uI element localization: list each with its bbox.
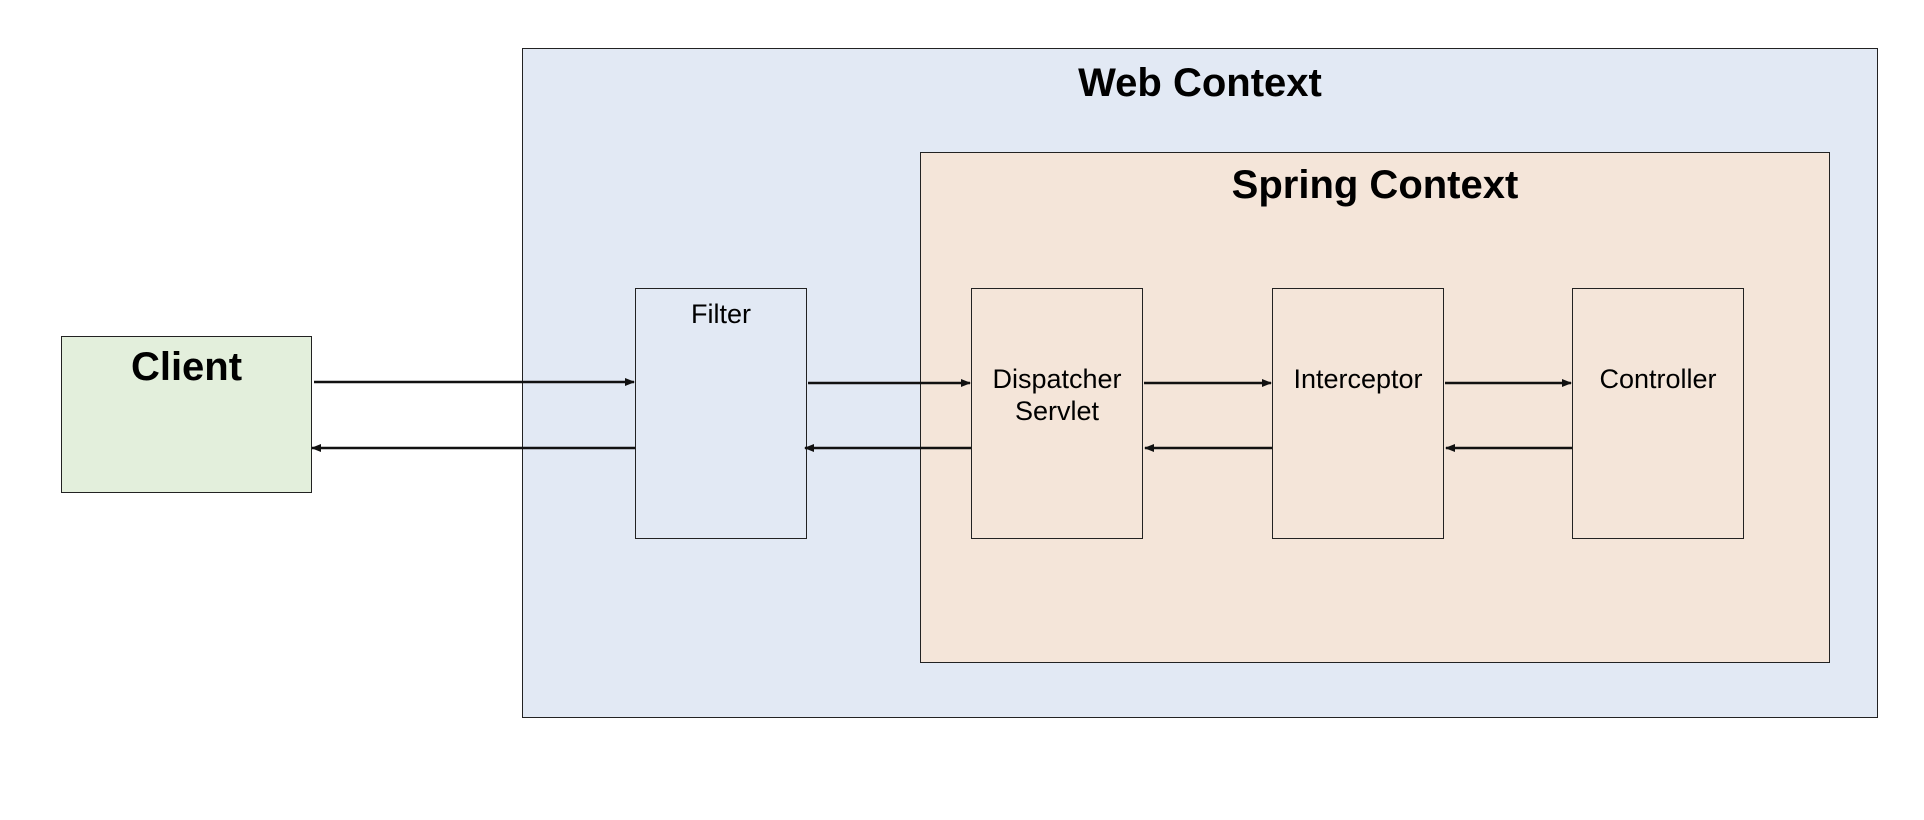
- filter-box: Filter: [635, 288, 807, 539]
- filter-label: Filter: [691, 299, 751, 329]
- spring-context-title: Spring Context: [1231, 163, 1519, 207]
- controller-label: Controller: [1599, 364, 1717, 394]
- web-context-title: Web Context: [1078, 61, 1322, 105]
- client-box: Client: [61, 336, 312, 493]
- dispatcher-servlet-label-line2: Servlet: [1014, 396, 1100, 427]
- interceptor-box: Interceptor: [1272, 288, 1444, 539]
- dispatcher-servlet-label: Dispatcher Servlet: [972, 363, 1142, 428]
- dispatcher-servlet-box: Dispatcher Servlet: [971, 288, 1143, 539]
- dispatcher-servlet-label-line1: Dispatcher: [992, 364, 1122, 394]
- interceptor-label: Interceptor: [1293, 364, 1423, 394]
- controller-box: Controller: [1572, 288, 1744, 539]
- client-title: Client: [130, 345, 243, 389]
